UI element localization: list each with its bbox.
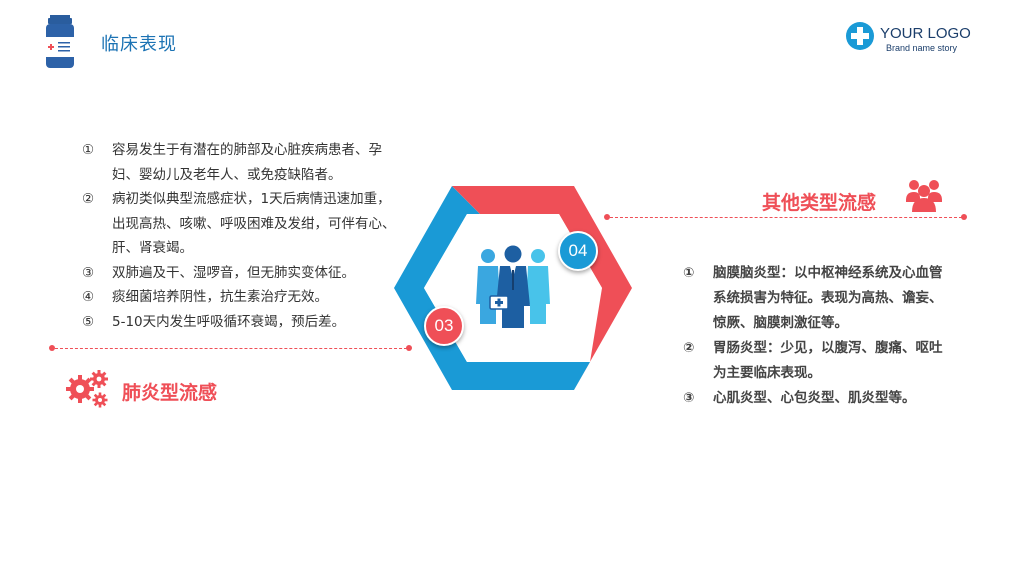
divider-dot	[604, 214, 610, 220]
item-number: ①	[82, 142, 95, 158]
list-item: ① 脑膜脑炎型：以中枢神经系统及心血管系统损害为特征。表现为高热、谵妄、惊厥、脑膜…	[683, 261, 955, 336]
item-number: ②	[82, 191, 95, 207]
item-text: 病初类似典型流感症状，1天后病情迅速加重，出现高热、咳嗽、呼吸困难及发绀，可伴有…	[112, 191, 396, 256]
left-divider	[55, 348, 407, 349]
list-item: ④ 痰细菌培养阴性，抗生素治疗无效。	[82, 285, 402, 310]
brand-logo: YOUR LOGO Brand name story	[846, 22, 996, 58]
item-number: ③	[82, 264, 95, 281]
pneumonia-type-heading: 肺炎型流感	[122, 382, 218, 404]
list-item: ① 容易发生于有潜在的肺部及心脏疾病患者、孕妇、婴幼儿及老年人、或免疫缺陷者。	[82, 138, 402, 187]
divider-dot	[49, 345, 55, 351]
item-text: 心肌炎型、心包炎型、肌炎型等。	[713, 390, 916, 406]
item-number: ②	[683, 340, 695, 356]
right-divider	[610, 217, 962, 218]
list-item: ② 胃肠炎型：少见，以腹泻、腹痛、呕吐为主要临床表现。	[683, 336, 955, 386]
other-type-heading: 其他类型流感	[762, 192, 877, 214]
item-number: ⑤	[82, 313, 95, 330]
item-text: 脑膜脑炎型：以中枢神经系统及心血管系统损害为特征。表现为高热、谵妄、惊厥、脑膜刺…	[713, 265, 943, 331]
doctors-group-icon	[476, 245, 550, 328]
item-number: ③	[683, 390, 695, 406]
page-title: 临床表现	[101, 34, 177, 55]
list-item: ⑤ 5-10天内发生呼吸循环衰竭，预后差。	[82, 310, 402, 335]
item-text: 5-10天内发生呼吸循环衰竭，预后差。	[112, 313, 346, 330]
item-number: ①	[683, 265, 695, 281]
logo-subtitle: Brand name story	[886, 43, 958, 53]
item-text: 痰细菌培养阴性，抗生素治疗无效。	[112, 289, 328, 305]
badge-03: 03	[424, 306, 464, 346]
logo-title: YOUR LOGO	[880, 25, 971, 42]
item-text: 容易发生于有潜在的肺部及心脏疾病患者、孕妇、婴幼儿及老年人、或免疫缺陷者。	[112, 142, 382, 183]
medical-cross-icon	[846, 22, 874, 50]
list-item: ② 病初类似典型流感症状，1天后病情迅速加重，出现高热、咳嗽、呼吸困难及发绀，可伴…	[82, 187, 402, 261]
item-text: 双肺遍及干、湿啰音，但无肺实变体征。	[112, 264, 355, 281]
list-item: ③ 心肌炎型、心包炎型、肌炎型等。	[683, 386, 955, 411]
list-item: ③ 双肺遍及干、湿啰音，但无肺实变体征。	[82, 261, 402, 286]
divider-dot	[406, 345, 412, 351]
badge-04: 04	[558, 231, 598, 271]
item-text: 胃肠炎型：少见，以腹泻、腹痛、呕吐为主要临床表现。	[713, 340, 943, 381]
gears-icon	[66, 370, 108, 408]
other-type-list: ① 脑膜脑炎型：以中枢神经系统及心血管系统损害为特征。表现为高热、谵妄、惊厥、脑膜…	[683, 261, 955, 411]
people-group-icon	[906, 180, 942, 212]
item-number: ④	[82, 289, 95, 305]
divider-dot	[961, 214, 967, 220]
pneumonia-type-list: ① 容易发生于有潜在的肺部及心脏疾病患者、孕妇、婴幼儿及老年人、或免疫缺陷者。 ②…	[82, 138, 402, 334]
medicine-bottle-icon	[46, 15, 74, 68]
